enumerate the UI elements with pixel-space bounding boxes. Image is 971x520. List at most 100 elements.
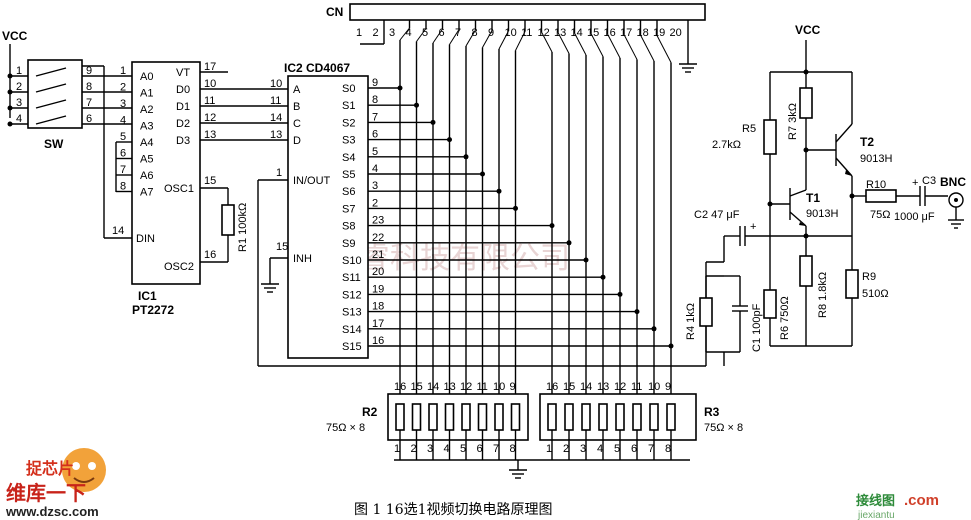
cn-to-bus-wire bbox=[482, 30, 493, 48]
r2-top-pin-number: 13 bbox=[444, 381, 456, 393]
ic2-s-pin-number: 20 bbox=[372, 266, 384, 278]
ic1-right-pin-number: 12 bbox=[204, 112, 216, 124]
r10-value: 75Ω bbox=[870, 209, 890, 221]
cn-to-bus-wire bbox=[640, 34, 655, 62]
ic2-pin-number: 14 bbox=[270, 112, 282, 124]
r2-resistor-element bbox=[494, 403, 504, 431]
ic1-right-pin-number: 13 bbox=[204, 129, 216, 141]
r1-resistor bbox=[221, 204, 235, 236]
ic2-s-pin-label: S11 bbox=[342, 272, 361, 284]
r3-resistor-element bbox=[581, 403, 591, 431]
connector-pin-number: 1 bbox=[356, 27, 362, 39]
ic2-s-pin-label: S10 bbox=[342, 255, 362, 267]
connector-pin-number: 4 bbox=[406, 27, 412, 39]
ic2-s-pin-number: 3 bbox=[372, 180, 378, 192]
r3-top-pin-number: 11 bbox=[631, 381, 642, 393]
r10-resistor bbox=[865, 189, 897, 203]
ic2-s-pin-label: S2 bbox=[342, 117, 355, 129]
ic1-right-pin-number: 17 bbox=[204, 61, 216, 73]
ic1-pin-label: A6 bbox=[140, 170, 153, 182]
ic1-pin-label: A3 bbox=[140, 121, 153, 133]
ic2-s-pin-number: 17 bbox=[372, 318, 384, 330]
logo-right-site: jiexiantu bbox=[857, 510, 895, 520]
r6-resistor bbox=[763, 289, 777, 319]
switch-label: SW bbox=[44, 137, 64, 151]
ic2-s-pin-label: S9 bbox=[342, 238, 355, 250]
r3-top-pin-number: 12 bbox=[614, 381, 626, 393]
logo-brand: 维库一下 bbox=[6, 481, 86, 505]
ic2-s-pin-label: S6 bbox=[342, 186, 355, 198]
r3-resistor-element bbox=[632, 403, 642, 431]
connector-pin-number: 15 bbox=[587, 27, 599, 39]
connector-pin-number: 11 bbox=[521, 27, 532, 39]
r9-name: R9 bbox=[862, 271, 876, 283]
r3-top-pin-number: 15 bbox=[563, 381, 575, 393]
ic2-s-pin-label: S3 bbox=[342, 135, 355, 147]
connector-pin-number: 2 bbox=[373, 27, 379, 39]
ic1-pin-label: A7 bbox=[140, 187, 153, 199]
r10-name: R10 bbox=[866, 179, 886, 191]
c3-value: 1000 μF bbox=[894, 211, 935, 223]
ic1-pin-number: 3 bbox=[120, 98, 126, 110]
ic1-right-pin-number: 11 bbox=[204, 95, 215, 107]
logo-mascot bbox=[62, 448, 106, 492]
jiexiantu-logo: 接线图 .com jiexiantu bbox=[856, 492, 939, 520]
junction-dot bbox=[7, 105, 13, 111]
r3-top-pin-number: 10 bbox=[648, 381, 660, 393]
r2-bottom-pin-number: 6 bbox=[477, 443, 483, 455]
ic1-name: IC1 bbox=[138, 289, 157, 303]
ic2-pin-number: 10 bbox=[270, 78, 282, 90]
connector-pin-number: 6 bbox=[439, 27, 445, 39]
r3-bottom-pin-number: 2 bbox=[563, 443, 569, 455]
ic2-s-pin-label: S7 bbox=[342, 203, 355, 215]
r2-resistor-element bbox=[461, 403, 471, 431]
switch-right-pin-number: 8 bbox=[86, 81, 92, 93]
r2-body bbox=[387, 393, 529, 441]
cn-to-bus-wire bbox=[557, 32, 570, 54]
r3-bottom-pin-number: 1 bbox=[546, 443, 552, 455]
ic2-inh-label: INH bbox=[293, 253, 312, 265]
vcc-label-right: VCC bbox=[795, 23, 821, 37]
ic2-s-pin-label: S14 bbox=[342, 324, 362, 336]
junction-dot bbox=[7, 89, 13, 95]
r2-top-pin-number: 14 bbox=[427, 381, 439, 393]
cn-to-bus-wire bbox=[432, 28, 443, 44]
connector-label: CN bbox=[326, 5, 343, 19]
t1-name: T1 bbox=[806, 191, 820, 205]
r3-resistor-element bbox=[564, 403, 574, 431]
c2-plus: + bbox=[750, 221, 756, 233]
r9-resistor bbox=[845, 269, 859, 299]
ic2-s-pin-number: 16 bbox=[372, 335, 384, 347]
r2-top-pin-number: 12 bbox=[460, 381, 472, 393]
ic2-pin-label: A bbox=[293, 84, 301, 96]
r3-top-pin-number: 16 bbox=[546, 381, 558, 393]
ic2-s-pin-number: 8 bbox=[372, 94, 378, 106]
cn-to-bus-wire bbox=[590, 33, 604, 57]
ic2-s-pin-number: 23 bbox=[372, 215, 384, 227]
r3-resistor-element bbox=[666, 403, 676, 431]
dzsc-logo: 捉芯片 维库一下 www.dzsc.com bbox=[5, 448, 106, 519]
logo-right-domain: .com bbox=[904, 492, 939, 509]
r2-bottom-pin-number: 7 bbox=[493, 443, 499, 455]
r8-resistor bbox=[799, 255, 813, 287]
r4-label: R4 1kΩ bbox=[685, 303, 697, 340]
t1-part: 9013H bbox=[806, 208, 838, 220]
r9-value: 510Ω bbox=[862, 288, 889, 300]
logo-right-brand: 接线图 bbox=[856, 493, 895, 509]
ic1-pin-number: 8 bbox=[120, 181, 126, 193]
ic1-right-pin-label: D2 bbox=[176, 118, 190, 130]
ic2-s-pin-number: 22 bbox=[372, 232, 384, 244]
r6-label: R6 750Ω bbox=[779, 296, 791, 340]
ic2-s-pin-label: S1 bbox=[342, 100, 355, 112]
r1-label: R1 100kΩ bbox=[237, 203, 249, 252]
